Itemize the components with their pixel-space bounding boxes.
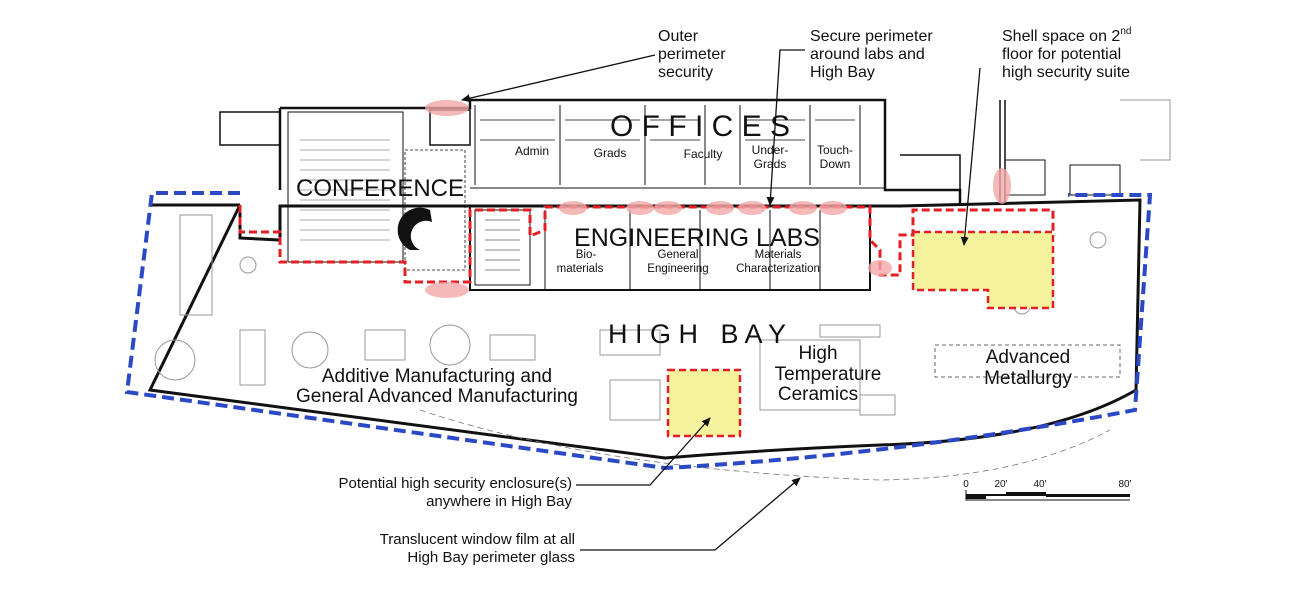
callout-outer-perimeter-2: perimeter [658,46,726,63]
room-touchdown-2: Down [820,157,851,171]
callout-enclosure-1: Potential high security enclosure(s) [339,475,572,492]
callout-window-film-2: High Bay perimeter glass [407,549,575,566]
arrow-shell-space [960,67,981,246]
label-engineering-labs: ENGINEERING LABS [574,224,820,252]
room-general-engineering-2: Engineering [647,263,708,275]
label-conference: CONFERENCE [296,175,464,202]
callout-enclosure-2: anywhere in High Bay [426,493,572,510]
scale-label-20: 20' [994,479,1007,490]
scale-bar: 0 20' 40' 80' [963,479,1132,501]
area-metallurgy-1: Advanced [986,347,1071,368]
room-materials-char-1: Materials [755,249,802,261]
arrow-outer-perimeter [461,54,656,103]
area-ceramics-3: Ceramics [778,384,858,405]
security-points [425,100,1011,298]
area-additive-1: Additive Manufacturing and [322,366,552,387]
room-general-engineering-1: General [658,249,699,261]
room-biomaterials-1: Bio- [576,249,597,261]
outer-perimeter-line [124,191,1153,471]
callout-secure-perimeter-3: High Bay [810,64,875,81]
area-ceramics-1: High [798,343,837,364]
shell-space-highlight [911,230,1055,310]
enclosure-highlight [666,368,742,438]
area-additive-2: General Advanced Manufacturing [296,386,578,407]
callout-shell-space-1-text: Shell space on 2 [1002,28,1120,45]
scale-label-0: 0 [963,479,969,490]
room-admin: Admin [515,144,549,158]
callout-shell-space-2: floor for potential [1002,46,1121,63]
label-high-bay: H I G H B A Y [608,319,786,349]
callout-window-film-1: Translucent window film at all [380,531,575,548]
scale-label-80: 80' [1118,479,1131,490]
area-metallurgy-2: Metallurgy [984,368,1072,389]
callout-shell-space-1: Shell space on 2nd [1002,26,1131,45]
secure-perimeter-line [238,205,1055,284]
label-offices: O F F I C E S [610,110,790,143]
room-biomaterials-2: materials [557,263,604,275]
metallurgy-zone-outline [934,344,1121,378]
room-undergrads-1: Under- [752,143,789,157]
area-ceramics-2: Temperature [775,364,882,385]
callout-secure-perimeter-1: Secure perimeter [810,28,933,45]
room-faculty: Faculty [684,147,723,161]
room-grads: Grads [594,146,627,160]
arrow-enclosure [576,417,711,486]
room-undergrads-2: Grads [754,157,787,171]
arrow-secure-perimeter [766,49,805,206]
spiral-stair [397,207,432,250]
room-materials-char-2: Characterization [736,263,820,275]
callout-outer-perimeter-3: security [658,64,713,81]
callout-shell-space-sup: nd [1120,26,1131,37]
room-touchdown-1: Touch- [817,143,853,157]
scale-label-40: 40' [1033,479,1046,490]
callout-secure-perimeter-2: around labs and [810,46,925,63]
callout-outer-perimeter-1: Outer [658,28,699,45]
callout-shell-space-3: high security suite [1002,64,1130,81]
arrow-window-film [580,477,801,551]
